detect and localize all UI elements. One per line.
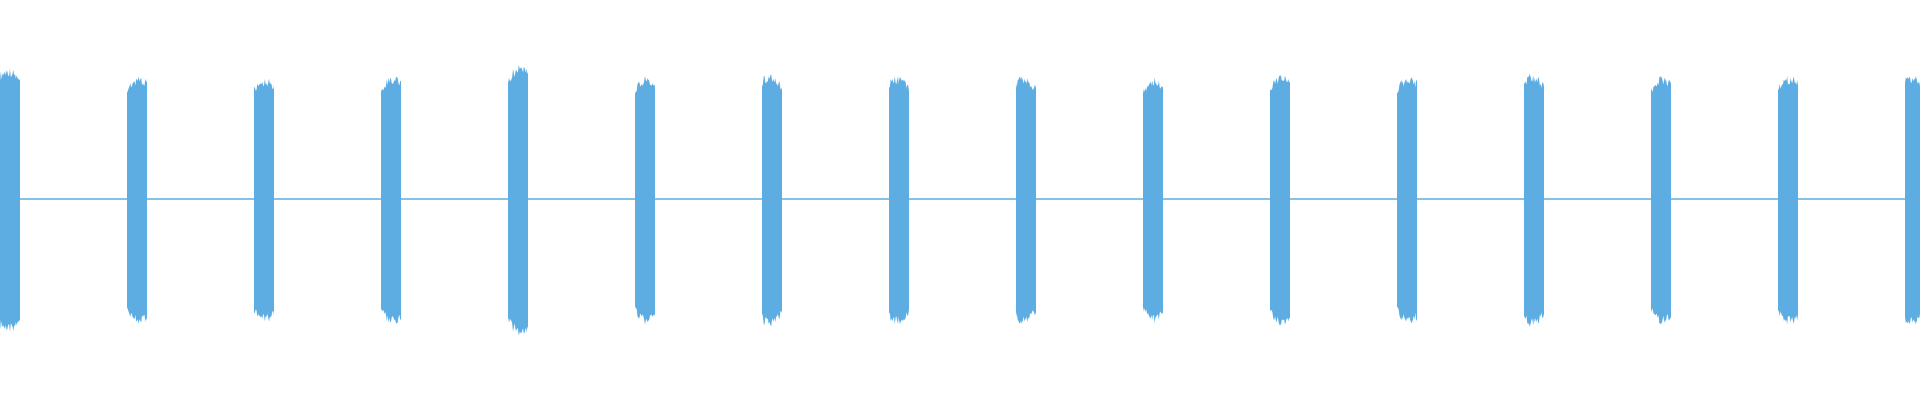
waveform-burst xyxy=(1524,73,1544,327)
waveform-burst xyxy=(0,68,20,332)
waveform-burst xyxy=(254,78,274,322)
waveform-burst xyxy=(1143,77,1163,324)
waveform-burst xyxy=(381,76,401,324)
waveform-bursts xyxy=(0,64,1920,336)
waveform-burst xyxy=(889,76,909,325)
waveform-burst xyxy=(1270,74,1290,326)
waveform-burst xyxy=(635,76,655,325)
waveform-burst xyxy=(1651,76,1671,325)
waveform-burst xyxy=(127,76,147,324)
waveform-burst xyxy=(1778,76,1798,325)
waveform-burst xyxy=(508,64,528,336)
waveform-burst xyxy=(1397,77,1417,323)
waveform-burst xyxy=(762,74,782,326)
waveform-burst xyxy=(1016,76,1036,324)
waveform-burst xyxy=(1905,76,1920,325)
